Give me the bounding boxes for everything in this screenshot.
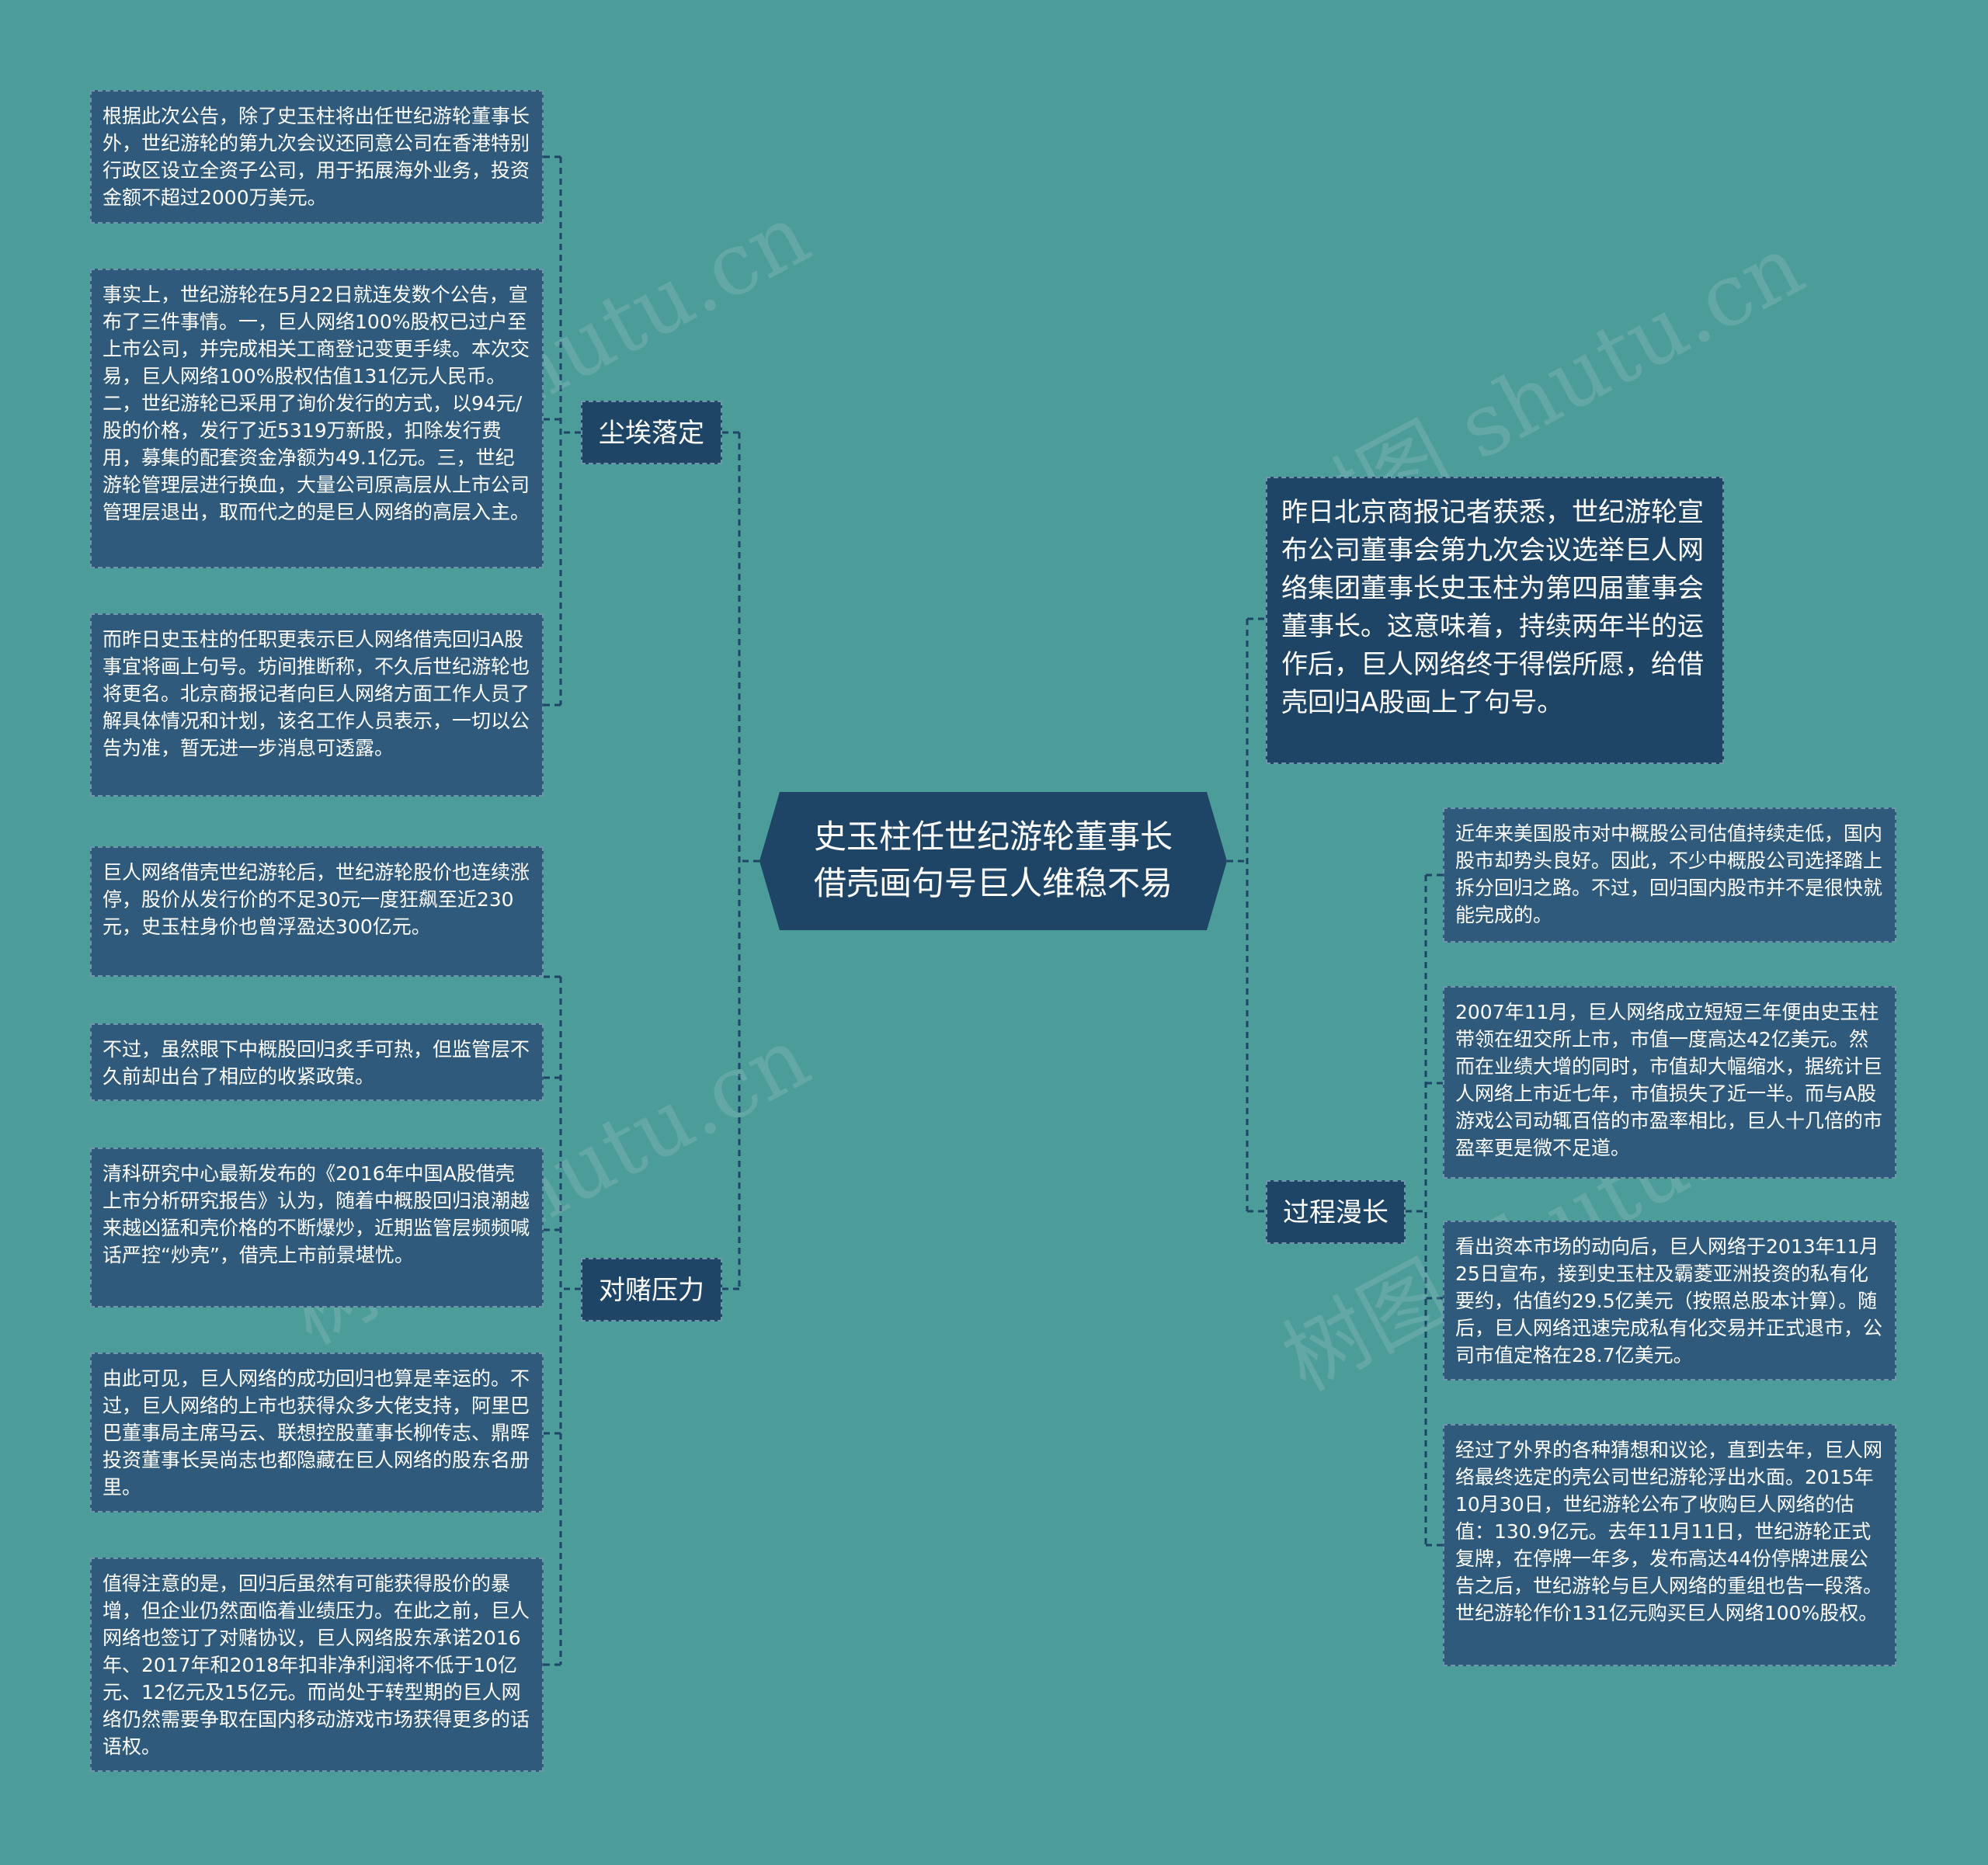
topic-node[interactable]: 事实上，世纪游轮在5月22日就连发数个公告，宣布了三件事情。一，巨人网络100%… (90, 269, 544, 568)
topic-node[interactable]: 2007年11月，巨人网络成立短短三年便由史玉柱带领在纽交所上市，市值一度高达4… (1443, 986, 1896, 1179)
topic-node[interactable]: 经过了外界的各种猜想和议论，直到去年，巨人网络最终选定的壳公司世纪游轮浮出水面。… (1443, 1424, 1896, 1666)
branch-long-process[interactable]: 过程漫长 (1266, 1180, 1406, 1244)
topic-node[interactable]: 清科研究中心最新发布的《2016年中国A股借壳上市分析研究报告》认为，随着中概股… (90, 1148, 544, 1308)
topic-node[interactable]: 根据此次公告，除了史玉柱将出任世纪游轮董事长外，世纪游轮的第九次会议还同意公司在… (90, 90, 544, 224)
topic-node[interactable]: 而昨日史玉柱的任职更表示巨人网络借壳回归A股事宜将画上句号。坊间推断称，不久后世… (90, 613, 544, 797)
root-topic[interactable]: 史玉柱任世纪游轮董事长 借壳画句号巨人维稳不易 (759, 792, 1227, 930)
root-title-line1: 史玉柱任世纪游轮董事长 (813, 818, 1173, 856)
topic-node[interactable]: 近年来美国股市对中概股公司估值持续走低，国内股市却势头良好。因此，不少中概股公司… (1443, 807, 1896, 943)
branch-dust-settled[interactable]: 尘埃落定 (581, 401, 722, 464)
root-title: 史玉柱任世纪游轮董事长 借壳画句号巨人维稳不易 (759, 814, 1227, 907)
topic-node[interactable]: 不过，虽然眼下中概股回归炙手可热，但监管层不久前却出台了相应的收紧政策。 (90, 1023, 544, 1101)
branch-bet-pressure[interactable]: 对赌压力 (581, 1258, 722, 1321)
topic-node[interactable]: 看出资本市场的动向后，巨人网络于2013年11月25日宣布，接到史玉柱及霸菱亚洲… (1443, 1221, 1896, 1381)
topic-node[interactable]: 由此可见，巨人网络的成功回归也算是幸运的。不过，巨人网络的上市也获得众多大佬支持… (90, 1353, 544, 1512)
root-title-line2: 借壳画句号巨人维稳不易 (813, 864, 1173, 902)
topic-node[interactable]: 巨人网络借壳世纪游轮后，世纪游轮股价也连续涨停，股价从发行价的不足30元一度狂飙… (90, 846, 544, 977)
lead-summary-node[interactable]: 昨日北京商报记者获悉，世纪游轮宣布公司董事会第九次会议选举巨人网络集团董事长史玉… (1266, 477, 1724, 764)
root-hexagon-shape (759, 792, 1227, 930)
topic-node[interactable]: 值得注意的是，回归后虽然有可能获得股价的暴增，但企业仍然面临着业绩压力。在此之前… (90, 1558, 544, 1772)
